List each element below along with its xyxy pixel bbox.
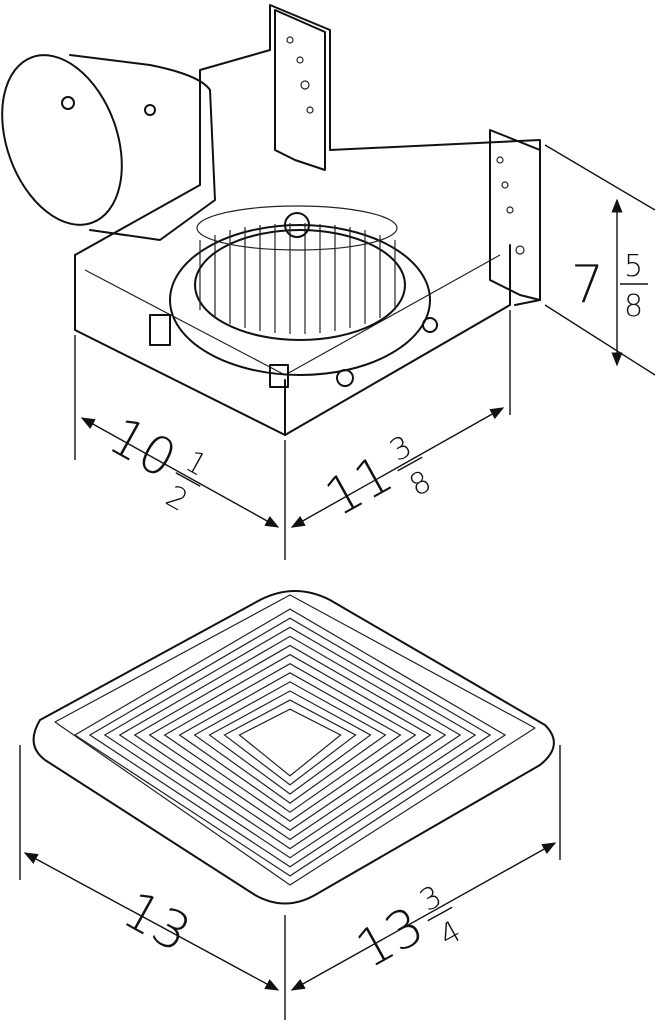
fan-housing xyxy=(1,4,541,436)
housing-height-den: 8 xyxy=(624,289,643,324)
housing-height-num: 5 xyxy=(624,249,643,284)
mounting-bracket-back xyxy=(274,9,326,171)
grille-ring xyxy=(238,708,342,777)
dim-housing-width: 10 1 2 xyxy=(74,335,286,560)
grille-ring xyxy=(133,644,447,841)
blower-wheel xyxy=(169,205,431,376)
grille-ring xyxy=(208,690,372,795)
grille-ring xyxy=(148,653,432,832)
grille-ring xyxy=(103,626,477,859)
grille-ring xyxy=(88,617,492,868)
housing-height-whole: 7 xyxy=(571,255,604,315)
grille-width-whole: 13 xyxy=(113,880,200,965)
grille-ring xyxy=(193,681,387,804)
dim-housing-depth: 11 3 8 xyxy=(290,310,511,529)
grille-ring xyxy=(223,699,357,786)
housing-depth-whole: 11 xyxy=(316,444,403,529)
grille-ring xyxy=(73,608,507,877)
grille-depth-den: 4 xyxy=(434,914,468,954)
grille-ring xyxy=(163,663,417,823)
housing-width-whole: 10 xyxy=(99,406,186,491)
housing-width-den: 2 xyxy=(160,479,194,519)
dim-housing-height: 7 5 8 xyxy=(544,144,656,376)
grille-ring xyxy=(118,635,462,850)
mounting-bracket-right xyxy=(489,129,541,301)
grille xyxy=(32,590,555,905)
grille-depth-whole: 13 xyxy=(347,896,434,981)
duct-connector xyxy=(1,54,216,241)
grille-ring xyxy=(178,672,402,813)
housing-depth-den: 8 xyxy=(404,464,438,504)
